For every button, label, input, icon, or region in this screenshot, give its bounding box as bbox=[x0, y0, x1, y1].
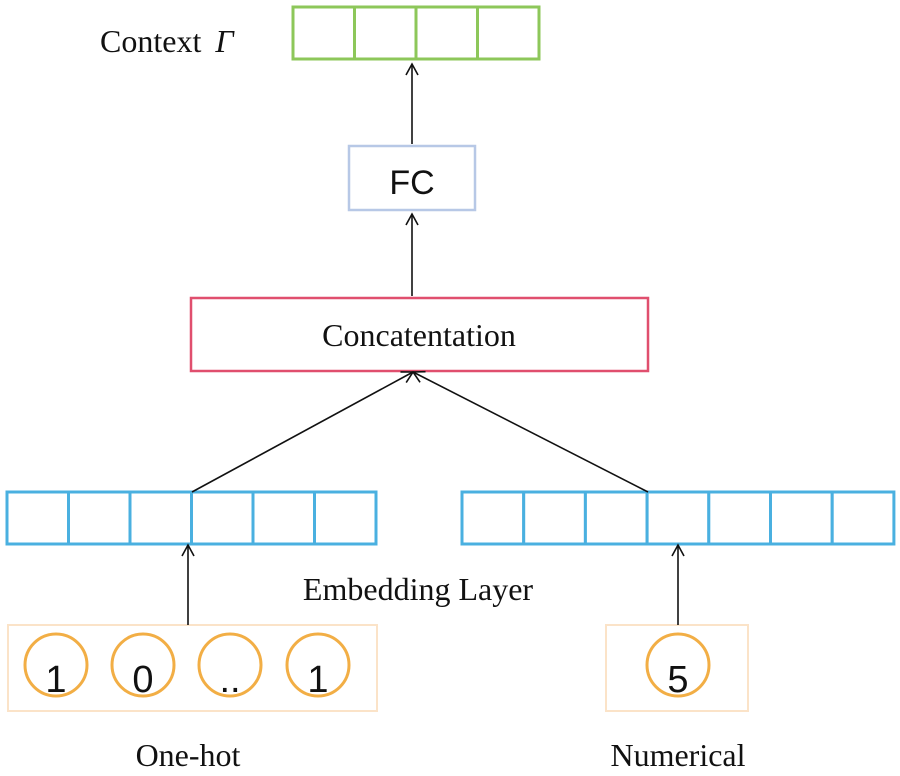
input-value-text: .. bbox=[219, 659, 240, 701]
concatenation-label: Concatentation bbox=[322, 317, 516, 353]
input-value-text: 1 bbox=[307, 659, 328, 701]
input-value-circle bbox=[110, 632, 176, 698]
concatenation-box bbox=[189, 296, 650, 373]
input-value-circle bbox=[285, 632, 351, 698]
embedding-cell bbox=[251, 490, 316, 546]
embedding-vector-numerical bbox=[460, 490, 896, 546]
input-value-circle bbox=[197, 632, 263, 698]
embedding-cell bbox=[67, 490, 132, 546]
arrow-left-embed-to-concat bbox=[191, 371, 415, 493]
onehot-label: One-hot bbox=[136, 737, 241, 773]
input-value-circle bbox=[23, 632, 89, 698]
embedding-layer-label: Embedding Layer bbox=[303, 571, 533, 607]
embedding-cell bbox=[128, 490, 193, 546]
context-cell bbox=[291, 5, 356, 61]
connection-arrows bbox=[181, 62, 685, 625]
embedding-cell bbox=[5, 490, 70, 546]
arrow-right-embed-to-concat bbox=[411, 370, 649, 493]
embedding-vector-onehot bbox=[5, 490, 378, 546]
embedding-cell bbox=[769, 490, 834, 546]
numerical-values: 5 bbox=[645, 632, 711, 701]
embedding-cell bbox=[460, 490, 526, 546]
embedding-cell bbox=[522, 490, 587, 546]
input-value-text: 5 bbox=[667, 659, 688, 701]
embedding-cell bbox=[583, 490, 649, 546]
embedding-cell bbox=[830, 490, 896, 546]
input-value-text: 1 bbox=[45, 659, 66, 701]
fc-box bbox=[347, 144, 477, 212]
embedding-cell bbox=[313, 490, 378, 546]
input-value-text: 0 bbox=[132, 659, 153, 701]
input-value-circle bbox=[645, 632, 711, 698]
embedding-cell bbox=[707, 490, 772, 546]
fc-label: FC bbox=[389, 164, 434, 202]
context-cell bbox=[353, 5, 418, 61]
numerical-label: Numerical bbox=[610, 737, 745, 773]
embedding-cell bbox=[645, 490, 711, 546]
onehot-values: 1 0.. 1 bbox=[23, 632, 351, 701]
context-vector bbox=[291, 5, 541, 61]
context-cell bbox=[476, 5, 541, 61]
embedding-cell bbox=[190, 490, 255, 546]
context-cell bbox=[414, 5, 479, 61]
